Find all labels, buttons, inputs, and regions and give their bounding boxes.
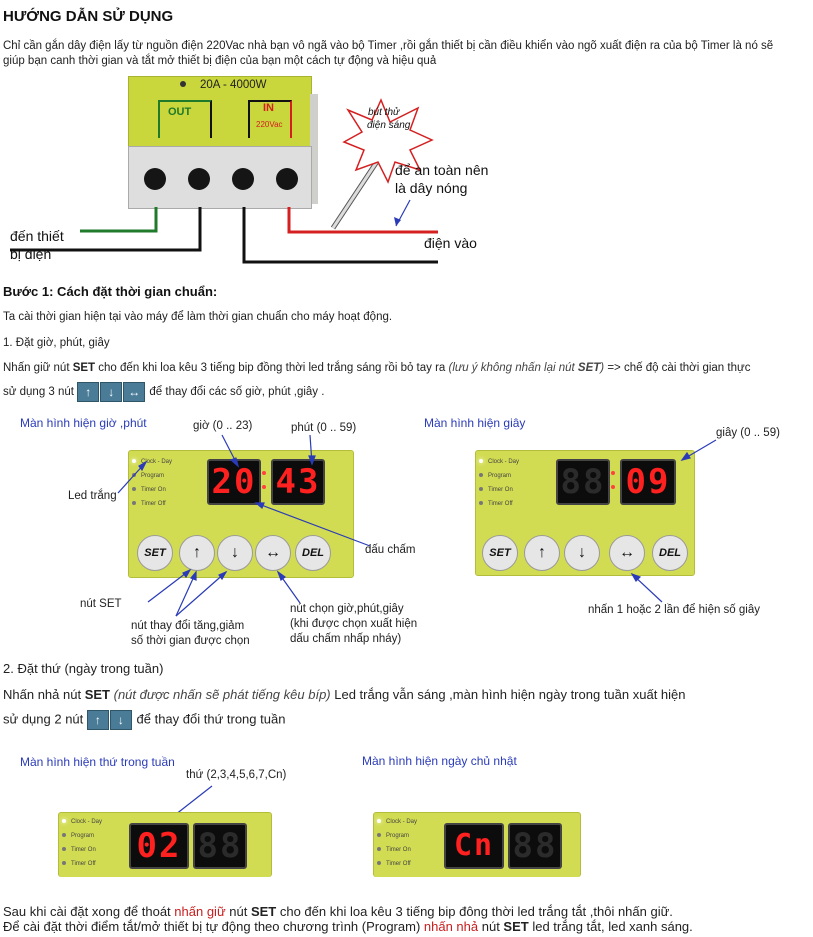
display-blank: 88 [556,459,610,505]
rating-label: 20A - 4000W [200,79,267,91]
fig-hour-min-title: Màn hình hiện giờ ,phút [20,416,147,430]
select-button[interactable]: ↔ [609,535,645,571]
timer-terminal-photo: 20A - 4000W OUT IN 220Vac [128,76,318,209]
in-label: IN [263,102,274,114]
fig-seconds-arrows [630,439,717,603]
down-button[interactable]: ↓ [564,535,600,571]
display-sunday: Cn [444,823,504,869]
up-button[interactable]: ↑ [179,535,215,571]
out-label: OUT [168,106,192,118]
footer-line-2: Để cài đặt thời điểm tắt/mở thiết bị tự … [3,919,693,934]
down-key-icon: ↓ [109,710,132,730]
select-button[interactable]: ↔ [255,535,291,571]
del-button[interactable]: DEL [652,535,688,571]
to-device-label-2: bị điện [10,246,52,262]
white-led-icon [132,459,136,464]
display-weekday: 02 [129,823,189,869]
label-set-button: nút SET [80,598,122,610]
label-seconds: giây (0 .. 59) [716,427,780,439]
fig-seconds-title: Màn hình hiện giây [424,416,526,430]
fig-hour-min-arrows [117,434,371,617]
power-in-label: điện vào [424,235,477,251]
label-hour: giờ (0 .. 23) [193,420,253,432]
display-blank: 88 [193,823,247,869]
white-led-icon [377,819,381,824]
label-select-2: (khi được chọn xuất hiện [290,618,418,630]
label-weekday: thứ (2,3,4,5,6,7,Cn) [186,769,287,781]
burst-text-1: bút thử [368,107,400,118]
white-led-icon [62,819,66,824]
label-select-1: nút chọn giờ,phút,giây [290,603,404,615]
display-blank: 88 [508,823,562,869]
step1-paragraph-2: sử dụng 3 nút ↑↓↔ để thay đổi các số giờ… [3,382,324,402]
label-change-1: nút thay đổi tăng,giảm [131,620,245,632]
step1-heading: Bước 1: Cách đặt thời gian chuẩn: [3,284,218,299]
sub2-paragraph-1: Nhấn nhả nút SET (nút được nhấn sẽ phát … [3,687,686,702]
set-button[interactable]: SET [137,535,173,571]
label-dot: dấu chấm [365,544,416,556]
burst-text-2: điện sáng [367,120,411,131]
label-select-3: dấu chấm nhấp nháy) [290,633,402,645]
safety-label-1: để an toàn nên [395,162,489,178]
down-button[interactable]: ↓ [217,535,253,571]
fig-sunday-title: Màn hình hiện ngày chủ nhật [362,754,517,768]
wiring-lines [10,98,438,264]
label-press-seconds: nhấn 1 hoặc 2 lần để hiện số giây [588,604,760,616]
label-minute: phút (0 .. 59) [291,422,357,434]
step1-desc: Ta cài thời gian hiện tại vào máy để làm… [3,311,393,323]
up-key-icon: ↑ [86,710,109,730]
sub2-heading: 2. Đặt thứ (ngày trong tuần) [3,661,164,676]
white-led-icon [479,459,483,464]
set-button[interactable]: SET [482,535,518,571]
footer-line-1: Sau khi cài đặt xong để thoát nhấn giữ n… [3,904,673,919]
page-title: HƯỚNG DẪN SỬ DỤNG [3,8,174,25]
step1-paragraph-1: Nhấn giữ nút SET cho đến khi loa kêu 3 t… [3,362,751,374]
label-change-2: số thời gian được chọn [131,635,250,647]
display-hours: 20 [207,459,261,505]
fig-weekday-title: Màn hình hiện thứ trong tuần [20,755,175,769]
sub2-paragraph-2: sử dụng 2 nút ↑↓ để thay đổi thứ trong t… [3,710,285,730]
intro-line-2: giúp bạn canh thời gian và tắt mở thiết … [3,55,437,67]
up-key-icon: ↑ [77,382,100,402]
up-button[interactable]: ↑ [524,535,560,571]
leftright-key-icon: ↔ [123,382,146,402]
step1-sub1: 1. Đặt giờ, phút, giây [3,337,110,349]
device-panel-weekday: Clock - Day Program Timer On Timer Off 0… [58,812,272,877]
in-voltage-label: 220Vac [256,120,283,129]
device-panel-seconds: Clock - Day Program Timer On Timer Off 8… [475,450,695,576]
device-panel-sunday: Clock - Day Program Timer On Timer Off C… [373,812,581,877]
intro-line-1: Chỉ cần gắn dây điện lấy từ nguồn điện 2… [3,40,774,52]
safety-label-2: là dây nóng [395,180,468,196]
down-key-icon: ↓ [100,382,123,402]
display-seconds: 09 [620,459,676,505]
to-device-label-1: đến thiết [10,228,64,244]
device-panel-hour-min: Clock - Day Program Timer On Timer Off 2… [128,450,354,578]
del-button[interactable]: DEL [295,535,331,571]
display-minutes: 43 [271,459,325,505]
label-white-led: Led trắng [68,490,117,502]
